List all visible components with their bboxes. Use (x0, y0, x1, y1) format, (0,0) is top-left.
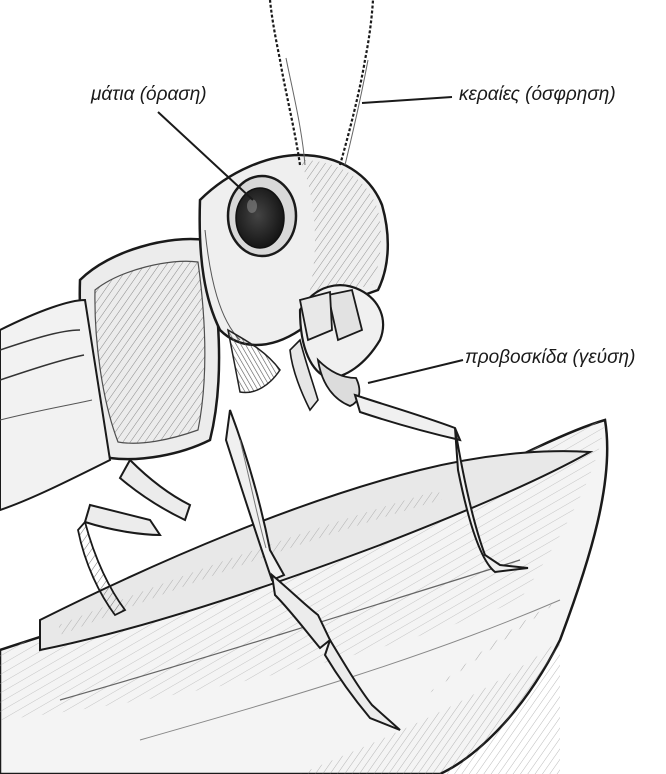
eyes-pointer-line (158, 112, 253, 200)
compound-eye (228, 176, 296, 256)
proboscis-pointer-line (368, 360, 463, 383)
eyes-label: μάτια (όραση) (91, 84, 207, 106)
antennae-label: κεραίες (όσφρηση) (459, 84, 616, 106)
proboscis-label: προβοσκίδα (γεύση) (465, 347, 635, 369)
antennae-pointer-line (362, 97, 452, 103)
antennae (270, 0, 373, 165)
